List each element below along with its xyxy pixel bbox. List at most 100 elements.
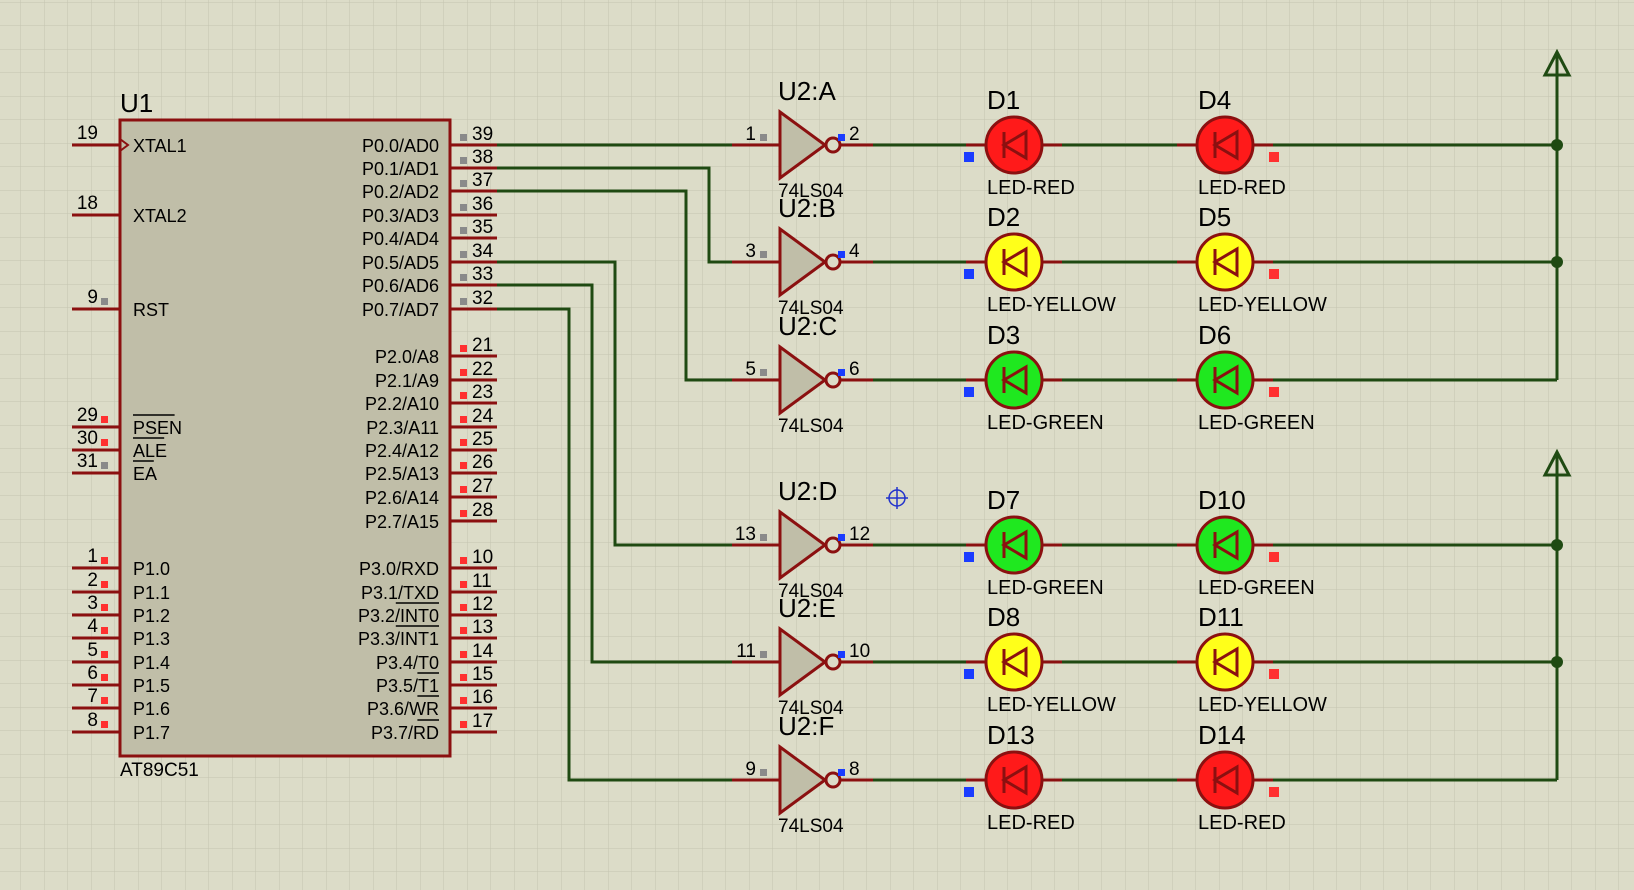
mcu-pin-1[interactable]: 1P1.0: [72, 546, 170, 579]
mcu-pin-name: P1.1: [133, 583, 170, 603]
mcu-pin-number: 21: [472, 335, 493, 356]
mcu-pin-2[interactable]: 2P1.1: [72, 570, 170, 603]
mcu-pin-8[interactable]: 8P1.7: [72, 710, 170, 743]
led-lamp: [1195, 515, 1255, 575]
inverter-input-number: 13: [735, 524, 756, 545]
pin-state-marker: [101, 416, 108, 423]
led-ref: D7: [987, 485, 1020, 515]
led-lamp: [984, 750, 1044, 810]
pin-state-marker: [1269, 387, 1279, 397]
pin-state-marker: [964, 152, 974, 162]
power-terminal-lower[interactable]: [1542, 448, 1572, 477]
pin-state-marker: [101, 651, 108, 658]
mcu-pin-number: 13: [472, 617, 493, 638]
mcu-pin-name: P3.0/RXD: [359, 559, 439, 579]
junction-dot: [1551, 539, 1563, 551]
inverter-input-number: 1: [745, 124, 756, 145]
pin-state-marker: [460, 581, 467, 588]
mcu-pin-3[interactable]: 3P1.2: [72, 593, 170, 626]
led-ref: D11: [1198, 602, 1244, 632]
led-ref: D10: [1198, 485, 1246, 515]
mcu-pin-name: PSEN: [133, 418, 182, 438]
mcu-pin-number: 12: [472, 594, 493, 615]
mcu-pin-4[interactable]: 4P1.3: [72, 616, 170, 649]
mcu-u1[interactable]: U1 AT89C51 19XTAL118XTAL29RST29PSEN30ALE…: [72, 88, 497, 781]
mcu-pin-6[interactable]: 6P1.5: [72, 663, 170, 696]
junction-dot: [1551, 656, 1563, 668]
power-terminal-upper[interactable]: [1542, 48, 1572, 77]
pin-state-marker: [964, 669, 974, 679]
mcu-pin-name: P3.1/TXD: [361, 583, 439, 603]
mcu-pin-number: 7: [87, 686, 98, 707]
mcu-pin-5[interactable]: 5P1.4: [72, 640, 170, 673]
mcu-pin-number: 39: [472, 124, 493, 145]
led-lamp: [984, 632, 1044, 692]
power-arrow-icon: [1542, 48, 1572, 77]
mcu-pin-7[interactable]: 7P1.6: [72, 686, 170, 719]
inverter-output-number: 12: [849, 524, 870, 545]
inverter-ref: U2:C: [778, 311, 837, 341]
mcu-body[interactable]: [118, 118, 452, 758]
led-ref: D13: [987, 720, 1035, 750]
mcu-pin-number: 16: [472, 687, 493, 708]
mcu-pin-name: P2.6/A14: [365, 488, 439, 508]
pin-state-marker: [760, 134, 767, 141]
clock-pin-icon: [119, 138, 130, 152]
mcu-pin-number: 37: [472, 170, 493, 191]
pin-state-marker: [1269, 152, 1279, 162]
mcu-right-pins: 39P0.0/AD038P0.1/AD137P0.2/AD236P0.3/AD3…: [358, 124, 497, 743]
led-part: LED-RED: [1198, 177, 1286, 199]
